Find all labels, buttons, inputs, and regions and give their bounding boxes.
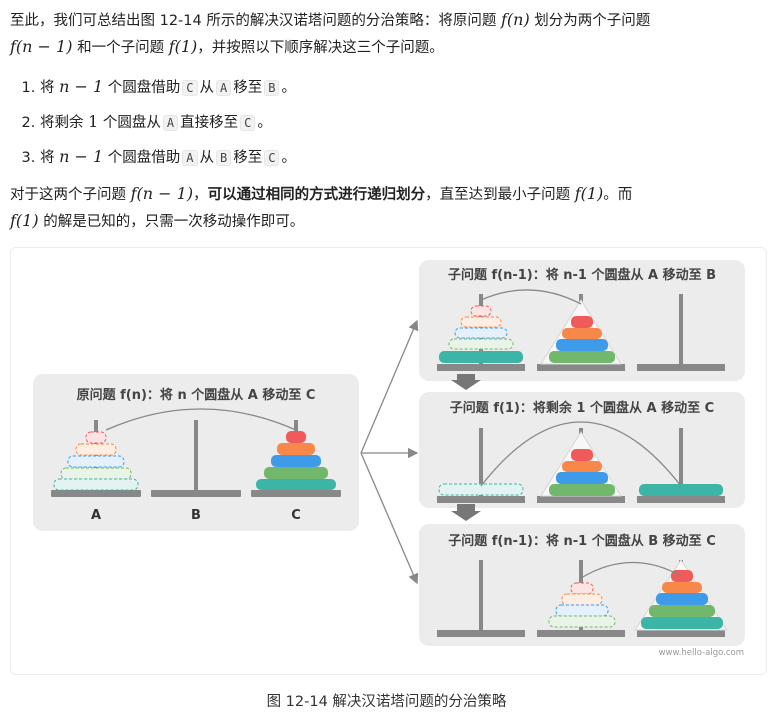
step-math: 1 <box>88 112 99 131</box>
main-move-arc <box>105 408 297 431</box>
para2-bold: 可以通过相同的方式进行递归划分 <box>207 187 426 203</box>
rod-label-a: A <box>91 508 101 523</box>
sub3-arc <box>580 561 682 579</box>
step-math: n − 1 <box>59 147 104 166</box>
hanoi-diagram: 原问题 f(n)：将 n 个圆盘从 A 移动至 C A B C 子问题 f(n-… <box>33 260 745 658</box>
math-fn: f(n) <box>500 10 530 29</box>
math-fn1: f(n − 1) <box>130 184 194 203</box>
rod-code: A <box>162 115 179 131</box>
step-text: 。 <box>281 150 296 166</box>
figure-caption: 图 12-14 解决汉诺塔问题的分治策略 <box>266 694 507 710</box>
sub-panel-3-title: 子问题 f(n-1)：将 n-1 个圆盘从 B 移动至 C <box>448 533 716 549</box>
math-f1: f(1) <box>168 37 198 56</box>
rod-code: B <box>216 150 232 166</box>
para2-text: 对于这两个子问题 <box>10 187 126 203</box>
recursion-paragraph: 对于这两个子问题 f(n − 1)，可以通过相同的方式进行递归划分，直至达到最小… <box>10 181 761 235</box>
sub2-moved-disk <box>639 484 723 496</box>
rod-code: B <box>264 80 280 96</box>
step-text: 移至 <box>233 80 263 96</box>
sub1-disks-b <box>540 299 622 365</box>
disks-c <box>256 431 336 490</box>
down-arrow-1 <box>451 374 481 390</box>
sub-panel-1-title: 子问题 f(n-1)：将 n-1 个圆盘从 A 移动至 B <box>448 267 716 283</box>
intro-text-3: 和一个子问题 <box>77 40 165 56</box>
intro-paragraph: 至此，我们可总结出图 12-14 所示的解决汉诺塔问题的分治策略：将原问题 f(… <box>10 7 761 61</box>
step-text: 将 <box>40 80 55 96</box>
down-arrow-2 <box>451 504 481 521</box>
sub3-disks-c <box>634 559 728 631</box>
sub-panel-2-title: 子问题 f(1)：将剩余 1 个圆盘从 A 移动至 C <box>450 400 714 416</box>
sub2-disks-b <box>540 431 622 497</box>
math-f1: f(1) <box>10 211 39 230</box>
step-text: 直接移至 <box>180 115 239 131</box>
faded-disks-a <box>53 431 139 491</box>
rod-code: C <box>182 80 198 96</box>
rod-code: C <box>264 150 280 166</box>
math-fn1: f(n − 1) <box>10 37 73 56</box>
sub1-arc <box>480 289 582 305</box>
step-text: 移至 <box>233 150 263 166</box>
math-f1: f(1) <box>574 184 604 203</box>
sub1-teal-disk <box>439 351 523 363</box>
para2-text: ，直至达到最小子问题 <box>425 187 571 203</box>
para2-text: 的解是已知的，只需一次移动操作即可。 <box>43 214 305 230</box>
step-text: 个圆盘从 <box>102 115 161 131</box>
step-text: 将剩余 <box>40 115 84 131</box>
sub1-faded-disks <box>448 305 514 350</box>
intro-text-2: 划分为两个子问题 <box>534 13 651 29</box>
step-text: 。 <box>281 80 296 96</box>
watermark: www.hello-algo.com <box>659 648 744 658</box>
step-text: 个圆盘借助 <box>107 150 181 166</box>
sub2-arc <box>480 421 682 487</box>
main-panel-title: 原问题 f(n)：将 n 个圆盘从 A 移动至 C <box>77 387 316 403</box>
branch-arrows <box>360 319 419 585</box>
intro-text-1: 至此，我们可总结出图 12-14 所示的解决汉诺塔问题的分治策略：将原问题 <box>10 13 497 29</box>
rod-code: A <box>182 150 198 166</box>
step-text: 从 <box>199 150 215 166</box>
para2-text: 。而 <box>603 187 633 203</box>
hanoi-figure: 原问题 f(n)：将 n 个圆盘从 A 移动至 C A B C 子问题 f(n-… <box>10 247 767 675</box>
intro-text-4: ，并按照以下顺序解决这三个子问题。 <box>197 40 444 56</box>
step-text: 将 <box>40 150 55 166</box>
rod-label-b: B <box>191 508 201 523</box>
step-text: 。 <box>257 115 272 131</box>
step-text: 个圆盘借助 <box>107 80 181 96</box>
step-text: 从 <box>199 80 215 96</box>
step-math: n − 1 <box>59 77 104 96</box>
rod-code: A <box>216 80 232 96</box>
para2-text: ， <box>193 187 208 203</box>
rod-label-c: C <box>291 508 301 523</box>
rod-code: C <box>240 115 256 131</box>
sub3-faded-disks <box>548 582 616 628</box>
sub2-faded-disk <box>438 483 524 496</box>
